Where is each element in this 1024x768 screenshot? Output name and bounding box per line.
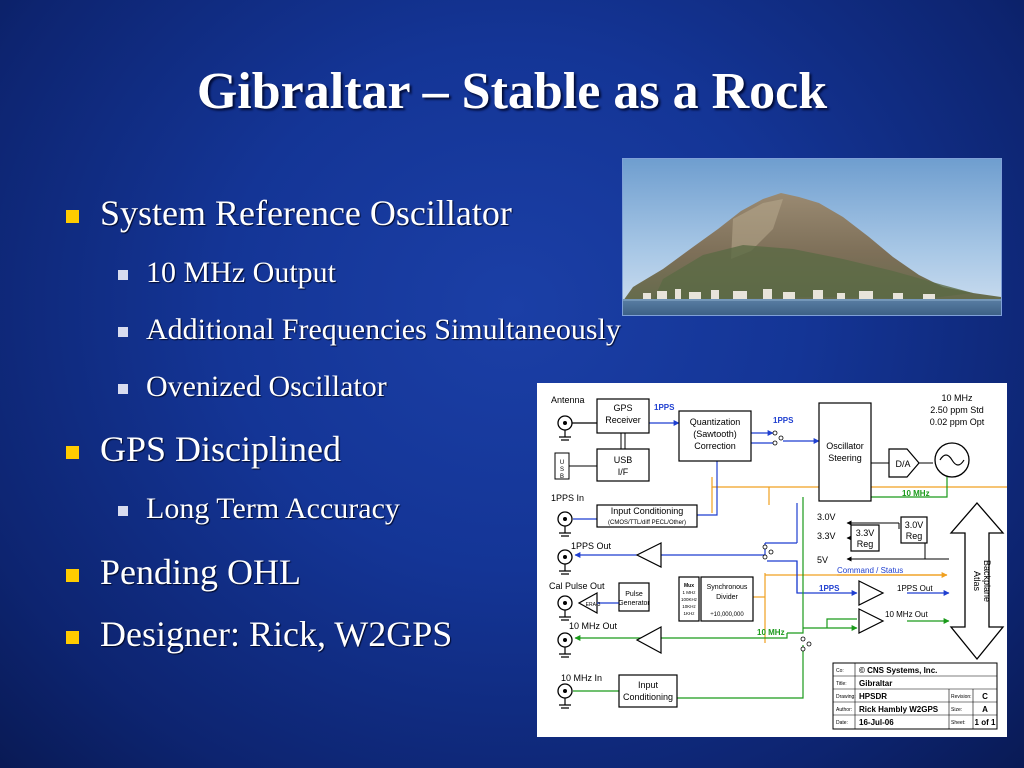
tb-author-label: Author: (836, 707, 852, 713)
diag-pulse1: Pulse (625, 591, 643, 598)
diag-spec3: 0.02 ppm Opt (930, 417, 985, 427)
tb-drawing-label: Drawing: (836, 694, 856, 700)
bullet-pending-ohl: Pending OHL (100, 552, 301, 592)
diag-command: Command / Status (837, 566, 903, 575)
diag-in-cond4: Conditioning (623, 692, 673, 702)
diag-1pps-a: 1PPS (654, 403, 675, 412)
tb-title-label: Title: (836, 681, 847, 687)
bullet-10mhz-output: 10 MHz Output (146, 256, 336, 289)
diag-5v: 5V (817, 555, 828, 565)
tb-date-label: Date: (836, 720, 848, 726)
diag-receiver: Receiver (605, 415, 641, 425)
diag-sync2: Divider (716, 594, 738, 601)
diag-mux1: 1 MHz (682, 590, 696, 595)
diag-era: ERA-3 (586, 602, 601, 608)
diag-mux: Mux (684, 583, 694, 589)
tb-sheet: 1 of 1 (975, 718, 996, 727)
bullet-marker (66, 631, 79, 644)
diag-1pps-out-r: 1PPS Out (897, 584, 933, 593)
bullet-designer: Designer: Rick, W2GPS (100, 614, 453, 654)
diag-10mhz-a: 10 MHz (902, 489, 930, 498)
svg-text:U: U (560, 460, 564, 466)
sub-bullet-marker (118, 270, 128, 280)
tb-revision: C (982, 692, 988, 701)
diag-in-cond1: Input Conditioning (611, 506, 684, 516)
diag-1pps-c: 1PPS (819, 584, 840, 593)
sub-bullet-marker (118, 327, 128, 337)
diag-cal-out: Cal Pulse Out (549, 581, 605, 591)
tb-date: 16-Jul-06 (859, 718, 894, 727)
slide-title: Gibraltar – Stable as a Rock (196, 63, 828, 120)
diag-usb: USB (614, 455, 633, 465)
diag-1pps-out: 1PPS Out (571, 541, 612, 551)
diag-10mhz-out: 10 MHz Out (569, 621, 618, 631)
bullet-gps-disciplined: GPS Disciplined (100, 429, 342, 469)
diag-in-cond3: Input (638, 680, 659, 690)
diag-osc2: Steering (828, 453, 862, 463)
diag-quant1: Quantization (690, 417, 741, 427)
diag-quant3: Correction (694, 441, 736, 451)
diag-if: I/F (618, 467, 629, 477)
diag-pulse2: Generator (618, 600, 650, 607)
diag-reg30-b: Reg (906, 531, 923, 541)
diag-3v3-a: 3.3V (817, 531, 836, 541)
tb-company: © CNS Systems, Inc. (859, 666, 937, 675)
bullet-system-reference-oscillator: System Reference Oscillator (100, 193, 512, 233)
tb-author: Rick Hambly W2GPS (859, 705, 939, 714)
diag-osc1: Oscillator (826, 441, 864, 451)
diag-1pps-in: 1PPS In (551, 493, 584, 503)
bullet-marker (66, 569, 79, 582)
diag-gps: GPS (613, 403, 632, 413)
diag-div: ÷10,000,000 (710, 612, 744, 618)
diag-atlas: Atlas (972, 571, 982, 592)
diag-mux4: 1KHz (683, 611, 695, 616)
bullet-ovenized-oscillator: Ovenized Oscillator (146, 370, 387, 403)
diag-spec1: 10 MHz (941, 393, 973, 403)
diag-1pps-b: 1PPS (773, 416, 794, 425)
diag-3v0-a: 3.0V (817, 512, 836, 522)
tb-size-label: Size: (951, 707, 962, 713)
svg-text:B: B (560, 474, 564, 480)
diag-antenna: Antenna (551, 395, 585, 405)
sub-bullet-marker (118, 384, 128, 394)
tb-revision-label: Revision: (951, 694, 972, 700)
svg-text:S: S (560, 467, 564, 473)
tb-drawing: HPSDR (859, 692, 887, 701)
diag-mux2: 100KHz (681, 597, 698, 602)
gibraltar-photo (622, 158, 1002, 316)
diag-10mhz-out-r: 10 MHz Out (885, 610, 928, 619)
diag-da: D/A (895, 459, 910, 469)
tb-co-label: Co: (836, 668, 844, 674)
diag-backplane: Backplane (982, 560, 992, 602)
diag-in-cond2: (CMOS/TTL/diff PECL/Other) (608, 520, 686, 526)
bullet-long-term-accuracy: Long Term Accuracy (146, 492, 400, 525)
block-diagram: U S B (537, 383, 1007, 737)
diag-10mhz-in: 10 MHz In (561, 673, 602, 683)
diag-mux3: 10KHz (682, 604, 696, 609)
diag-quant2: (Sawtooth) (693, 429, 737, 439)
bullet-marker (66, 446, 79, 459)
diag-reg30-a: 3.0V (905, 520, 924, 530)
diag-sync1: Synchronous (707, 584, 748, 591)
diag-spec2: 2.50 ppm Std (930, 405, 984, 415)
diag-10mhz-b: 10 MHz (757, 628, 785, 637)
tb-size: A (982, 705, 988, 714)
diag-reg33-a: 3.3V (856, 528, 875, 538)
tb-sheet-label: Sheet: (951, 720, 965, 726)
tb-title: Gibraltar (859, 679, 892, 688)
bullet-additional-frequencies: Additional Frequencies Simultaneously (146, 313, 621, 346)
bullet-marker (66, 210, 79, 223)
diag-reg33-b: Reg (857, 539, 874, 549)
sub-bullet-marker (118, 506, 128, 516)
